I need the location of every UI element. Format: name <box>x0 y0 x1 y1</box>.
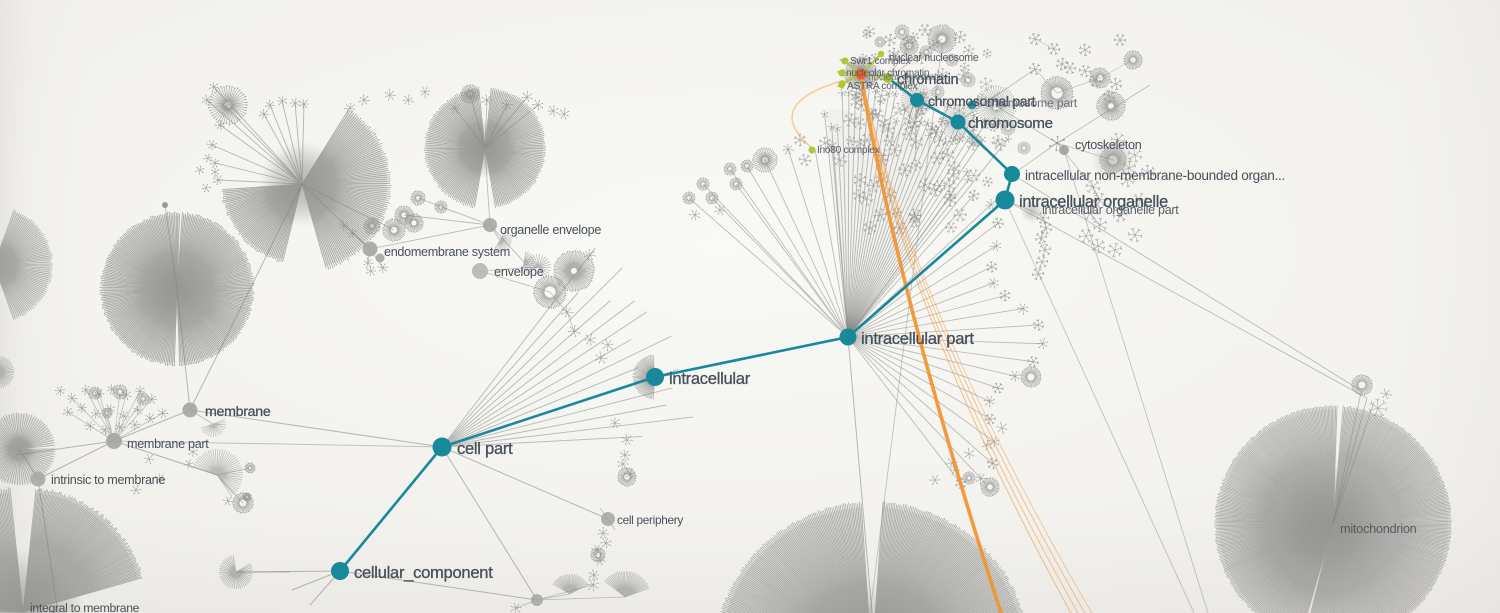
svg-text:membrane: membrane <box>205 404 271 420</box>
svg-text:endomembrane system: endomembrane system <box>384 245 510 259</box>
svg-text:intrinsic to membrane: intrinsic to membrane <box>51 473 165 487</box>
svg-text:Swr1 complex: Swr1 complex <box>850 56 911 67</box>
svg-text:chromosome: chromosome <box>968 115 1053 132</box>
svg-text:intracellular: intracellular <box>669 369 751 388</box>
svg-text:chromatin: chromatin <box>897 72 959 88</box>
svg-text:organelle envelope: organelle envelope <box>500 223 601 237</box>
svg-text:cell part: cell part <box>457 439 513 458</box>
svg-text:mitochondrion: mitochondrion <box>1340 521 1417 536</box>
svg-text:nuclear nucleosome: nuclear nucleosome <box>889 52 979 64</box>
svg-text:cytoskeleton: cytoskeleton <box>1075 138 1142 152</box>
svg-text:cell periphery: cell periphery <box>617 513 683 527</box>
svg-text:ASTRA complex: ASTRA complex <box>847 81 917 92</box>
svg-text:chromosome part: chromosome part <box>985 96 1078 110</box>
svg-text:integral to membrane: integral to membrane <box>30 601 140 613</box>
svg-text:nucleolar chromatin: nucleolar chromatin <box>846 68 929 79</box>
svg-text:intracellular organelle part: intracellular organelle part <box>1042 203 1179 217</box>
svg-text:intracellular part: intracellular part <box>861 329 974 348</box>
svg-text:chromosomal part: chromosomal part <box>928 93 1036 109</box>
svg-text:envelope: envelope <box>494 264 544 279</box>
svg-text:cellular_component: cellular_component <box>354 563 493 582</box>
svg-text:membrane part: membrane part <box>127 437 209 451</box>
svg-text:intracellular non-membrane-bou: intracellular non-membrane-bounded organ… <box>1025 168 1285 183</box>
svg-text:intracellular organelle: intracellular organelle <box>1019 193 1168 211</box>
svg-text:nuclear chromatin: nuclear chromatin <box>868 72 944 83</box>
svg-text:Ino80 complex: Ino80 complex <box>817 145 880 156</box>
